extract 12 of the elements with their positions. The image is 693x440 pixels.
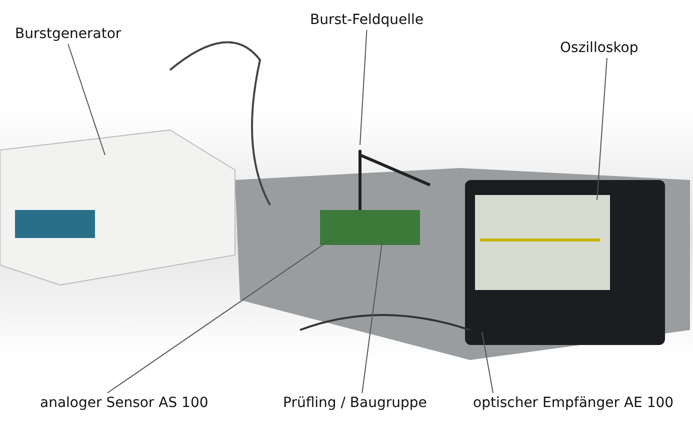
part-label: analoger Sensor AS 100 [40,395,208,411]
part-label: Prüfling / Baugruppe [283,395,427,411]
part-label: optischer Empfänger AE 100 [473,395,674,411]
leader-line [106,240,330,394]
leader-line [360,30,368,146]
leader-line [362,242,382,394]
part-label: Burst-Feldquelle [310,12,424,28]
leader-line [68,44,106,156]
leader-line [596,58,608,200]
leader-line [482,332,494,394]
part-label: Oszilloskop [560,40,638,56]
part-label: Burstgenerator [15,26,122,42]
